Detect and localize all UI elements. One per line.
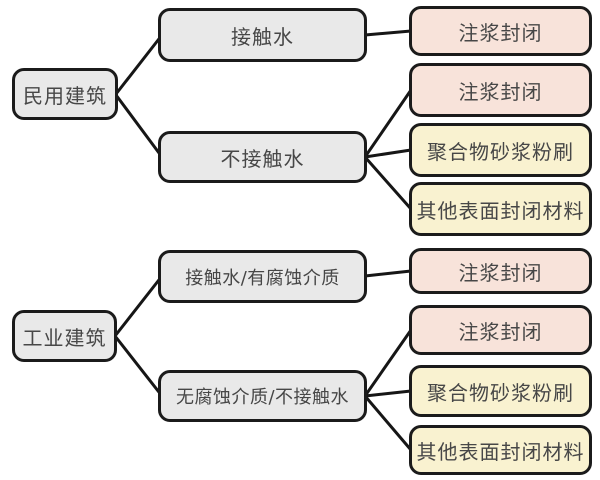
node-contact-water: 接触水 xyxy=(158,8,367,62)
connector-line xyxy=(113,274,164,338)
connector-line xyxy=(363,29,413,37)
connector-line xyxy=(363,389,413,398)
node-grout-seal-1: 注浆封闭 xyxy=(409,6,592,56)
node-other-sealing-material-2: 其他表面封闭材料 xyxy=(409,425,592,475)
node-industrial-building: 工业建筑 xyxy=(12,310,117,362)
connector-line xyxy=(363,394,413,452)
connector-line xyxy=(114,93,164,159)
node-civil-building: 民用建筑 xyxy=(12,68,118,120)
connector-line xyxy=(363,155,413,211)
node-polymer-mortar-2: 聚合物砂浆粉刷 xyxy=(409,365,592,417)
node-grout-seal-3: 注浆封闭 xyxy=(409,248,592,294)
connector-line xyxy=(114,33,164,96)
connector-line xyxy=(363,269,413,278)
node-other-sealing-material-1: 其他表面封闭材料 xyxy=(409,182,592,236)
connector-line xyxy=(363,328,413,398)
connector-line xyxy=(113,334,164,398)
node-no-corrosive-no-water: 无腐蚀介质/不接触水 xyxy=(158,370,367,422)
node-water-corrosive-media: 接触水/有腐蚀介质 xyxy=(158,250,367,303)
node-no-contact-water: 不接触水 xyxy=(158,131,367,183)
node-grout-seal-4: 注浆封闭 xyxy=(409,305,592,355)
node-polymer-mortar-1: 聚合物砂浆粉刷 xyxy=(409,123,592,177)
connector-line xyxy=(363,148,413,159)
connector-line xyxy=(363,88,413,159)
node-grout-seal-2: 注浆封闭 xyxy=(409,63,592,117)
